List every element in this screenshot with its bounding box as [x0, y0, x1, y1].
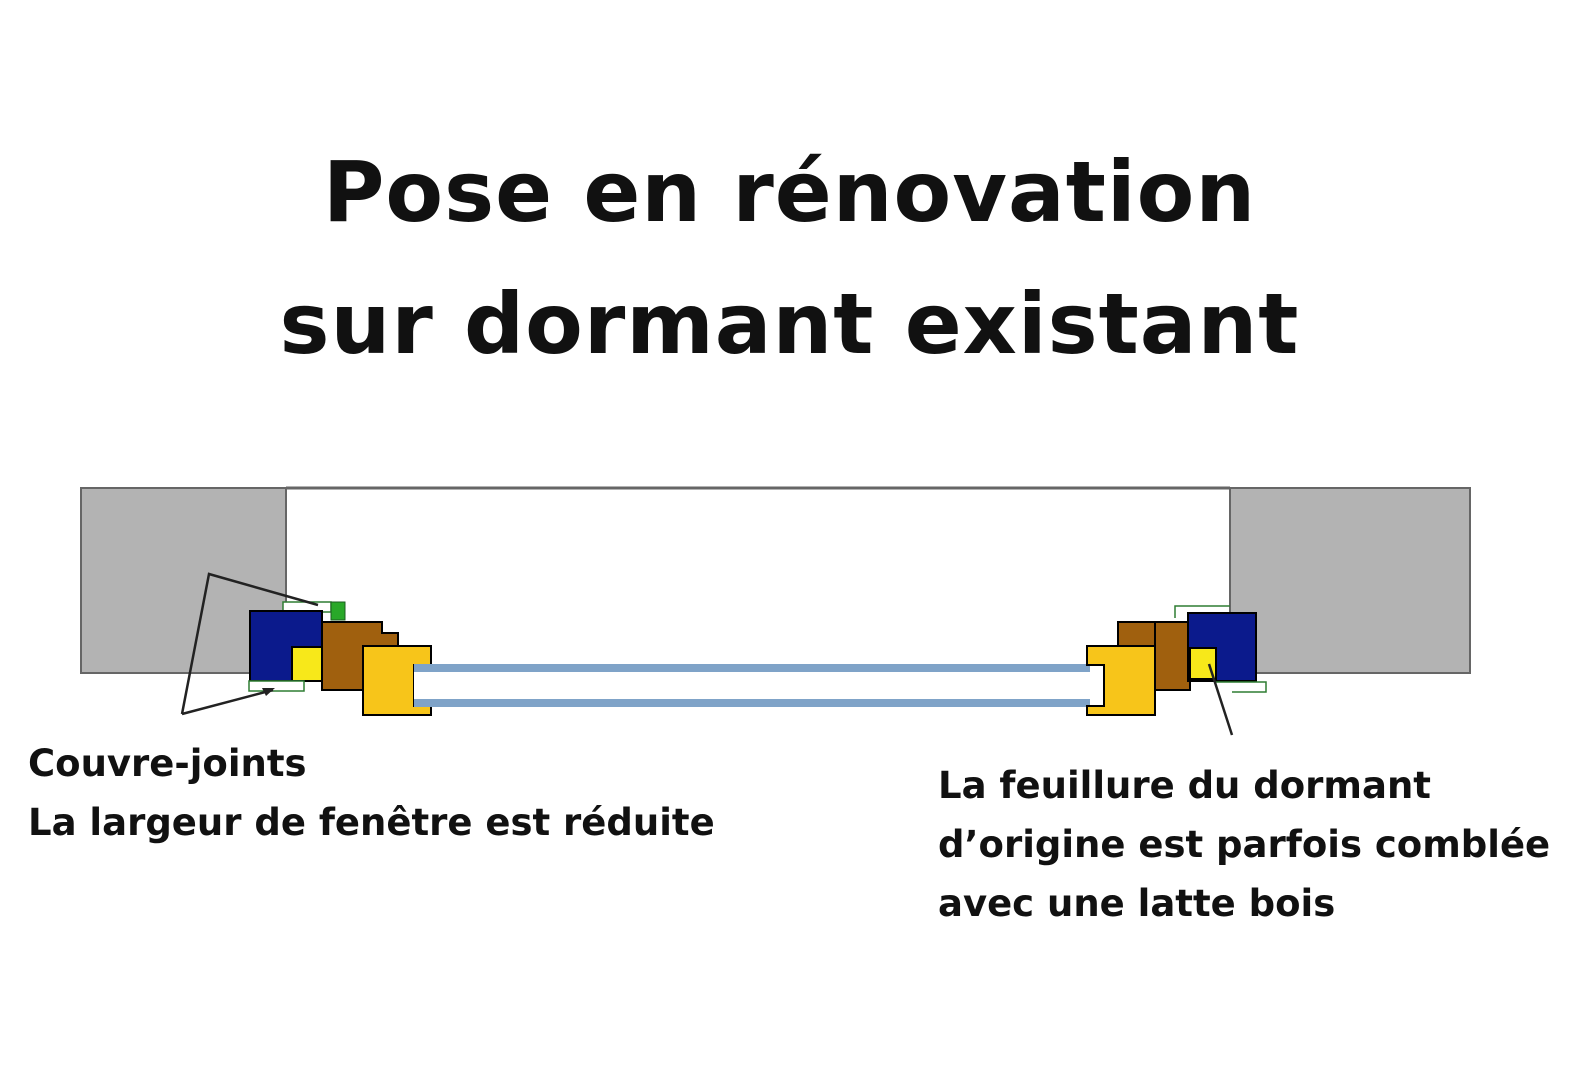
right-edge-bottom: [1216, 681, 1267, 693]
right-wall: [1229, 487, 1471, 674]
left-caption: Couvre-joints La largeur de fenêtre est …: [28, 734, 715, 852]
left-leader-top: [180, 572, 319, 715]
left-caption-line-1: Couvre-joints: [28, 742, 307, 785]
right-wood-batten: [1154, 621, 1191, 691]
right-new-frame: [1086, 645, 1156, 716]
left-cover-joint-tip: [330, 601, 346, 621]
right-caption: La feuillure du dormant d’origine est pa…: [938, 756, 1550, 933]
window-section-diagram: [80, 486, 1471, 736]
right-caption-line-2: d’origine est parfois comblée: [938, 823, 1551, 866]
glazing-outer-bottom: [414, 699, 1090, 707]
right-caption-line-1: La feuillure du dormant: [938, 764, 1431, 807]
left-leader-arrowhead: [262, 688, 275, 696]
left-old-frame-insert: [291, 646, 323, 682]
title-line-1: Pose en rénovation: [322, 143, 1257, 241]
left-caption-line-2: La largeur de fenêtre est réduite: [28, 801, 715, 844]
glazing-outer-top: [414, 664, 1090, 672]
left-leader-bottom: [181, 688, 274, 716]
left-cover-joint-bottom: [248, 680, 305, 692]
title-line-2: sur dormant existant: [279, 275, 1300, 373]
right-leader: [1207, 663, 1234, 736]
right-edge-top: [1174, 605, 1230, 618]
right-wood-batten-step: [1117, 621, 1156, 647]
right-caption-line-3: avec une latte bois: [938, 882, 1336, 925]
glazing-inner: [414, 672, 1090, 699]
